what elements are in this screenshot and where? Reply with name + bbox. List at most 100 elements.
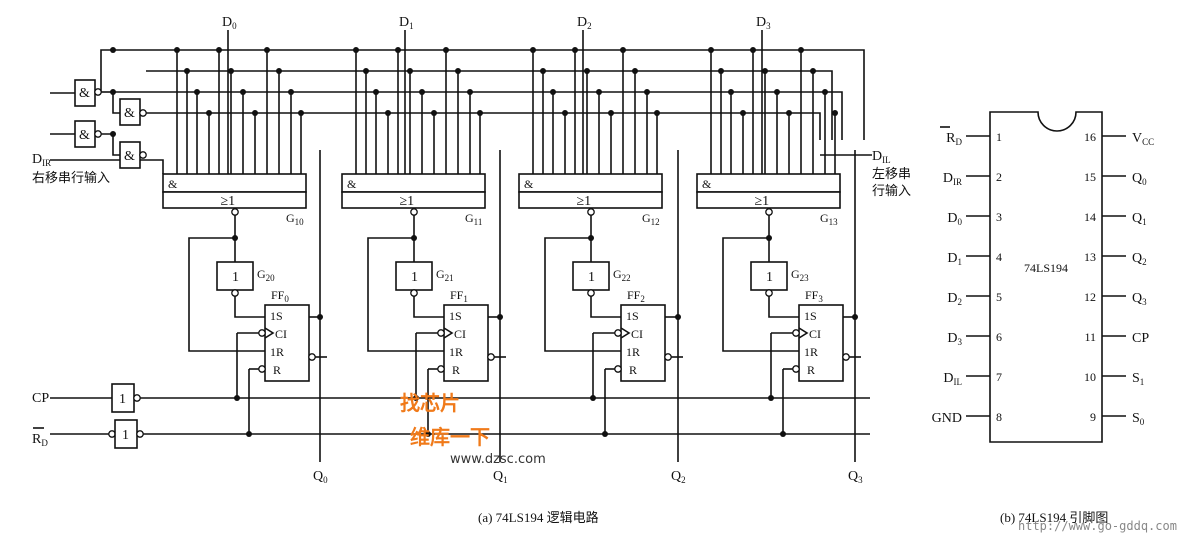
or-section-2 xyxy=(518,191,663,209)
pin-label: DIL xyxy=(943,371,962,387)
junction-dot xyxy=(708,47,714,53)
inversion-bubble xyxy=(94,88,102,96)
junction-dot xyxy=(530,47,536,53)
ff-pin-ci: CI xyxy=(275,327,287,341)
pin-label: D3 xyxy=(947,331,962,347)
pin-number: 3 xyxy=(996,210,1002,224)
junction-dot xyxy=(110,47,116,53)
bus-a xyxy=(113,49,865,140)
output-label-2: Q2 xyxy=(671,469,686,485)
or-section-1 xyxy=(341,191,486,209)
watermark-site: www.dzsc.com xyxy=(450,452,546,467)
wire xyxy=(188,237,265,352)
wire xyxy=(112,92,120,114)
rd-label: RD xyxy=(32,432,48,448)
clock-triangle xyxy=(264,327,275,339)
junction-dot xyxy=(407,68,413,74)
flipflop-3 xyxy=(798,304,844,382)
pin-label: Q0 xyxy=(1132,171,1147,187)
pin-label: D0 xyxy=(947,211,962,227)
junction-dot xyxy=(264,47,270,53)
and-or-gate-1 xyxy=(341,173,486,193)
inversion-bubble xyxy=(94,130,102,138)
junction-dot xyxy=(774,89,780,95)
ff-pin-r: R xyxy=(273,363,281,377)
ff-pin-ci: CI xyxy=(809,327,821,341)
caption-b: (b) 74LS194 引脚图 xyxy=(1000,510,1108,525)
not-symbol: 1 xyxy=(119,392,126,407)
and-or-gate-2 xyxy=(518,173,663,193)
inverter-3 xyxy=(750,261,788,291)
inversion-bubble xyxy=(231,289,239,297)
flipflop-label-0: FF0 xyxy=(271,288,289,304)
ff-pin-1s: 1S xyxy=(449,309,462,323)
and-symbol: & xyxy=(347,177,357,191)
pin-number: 13 xyxy=(1084,250,1096,264)
inversion-bubble xyxy=(136,430,144,438)
junction-dot xyxy=(419,89,425,95)
junction-dot xyxy=(740,110,746,116)
output-label-1: Q1 xyxy=(493,469,508,485)
ff-pin-r: R xyxy=(452,363,460,377)
ff-pin-1s: 1S xyxy=(804,309,817,323)
or-symbol: ≥1 xyxy=(221,194,236,209)
pin-number: 14 xyxy=(1084,210,1096,224)
pin-label: VCC xyxy=(1132,131,1154,147)
junction-dot xyxy=(353,47,359,53)
flipflop-label-1: FF1 xyxy=(450,288,468,304)
inversion-bubble xyxy=(410,208,418,216)
ff-pin-1r: 1R xyxy=(270,345,284,359)
pin-label: Q1 xyxy=(1132,211,1147,227)
not-symbol: 1 xyxy=(766,270,773,285)
inversion-bubble xyxy=(437,365,445,373)
pin-label: S1 xyxy=(1132,371,1144,387)
not-symbol: 1 xyxy=(588,270,595,285)
wire xyxy=(722,237,799,352)
inversion-bubble xyxy=(842,353,850,361)
cp-label: CP xyxy=(32,391,49,406)
pin-label: D1 xyxy=(947,251,962,267)
and-symbol: & xyxy=(524,177,534,191)
ff-pin-ci: CI xyxy=(631,327,643,341)
wire xyxy=(544,237,621,352)
inverter-label-2: G22 xyxy=(613,267,631,283)
pin-number: 15 xyxy=(1084,170,1096,184)
inversion-bubble xyxy=(587,208,595,216)
dir-label: DIR xyxy=(32,152,51,168)
junction-dot xyxy=(762,68,768,74)
and-symbol: & xyxy=(702,177,712,191)
junction-dot xyxy=(206,110,212,116)
ff-pin-r: R xyxy=(629,363,637,377)
or-symbol: ≥1 xyxy=(577,194,592,209)
data-input-label-3: D3 xyxy=(756,15,771,31)
pin-label: Q3 xyxy=(1132,291,1147,307)
junction-dot xyxy=(276,68,282,74)
inverter-label-0: G20 xyxy=(257,267,275,283)
flipflop-2 xyxy=(620,304,666,382)
or-gate-label-2: G12 xyxy=(642,211,660,227)
junction-dot xyxy=(798,47,804,53)
pin-number: 7 xyxy=(996,370,1002,384)
inversion-bubble xyxy=(410,289,418,297)
junction-dot xyxy=(174,47,180,53)
ff-pin-1s: 1S xyxy=(626,309,639,323)
pin-label: GND xyxy=(932,411,962,426)
inversion-bubble xyxy=(258,365,266,373)
and-symbol: & xyxy=(124,149,135,164)
pin-label: CP xyxy=(1132,331,1149,346)
pin-number: 2 xyxy=(996,170,1002,184)
caption-a: (a) 74LS194 逻辑电路 xyxy=(478,510,599,525)
and-or-gate-3 xyxy=(696,173,841,193)
junction-dot xyxy=(718,68,724,74)
flipflop-label-2: FF2 xyxy=(627,288,645,304)
inversion-bubble xyxy=(139,109,147,117)
dil-description-2: 行输入 xyxy=(872,183,911,199)
junction-dot xyxy=(373,89,379,95)
output-label-3: Q3 xyxy=(848,469,863,485)
dir-wire xyxy=(50,159,164,174)
not-symbol: 1 xyxy=(232,270,239,285)
wire xyxy=(234,296,265,318)
junction-dot xyxy=(477,110,483,116)
chip-body xyxy=(989,111,1103,443)
pin-number: 10 xyxy=(1084,370,1096,384)
